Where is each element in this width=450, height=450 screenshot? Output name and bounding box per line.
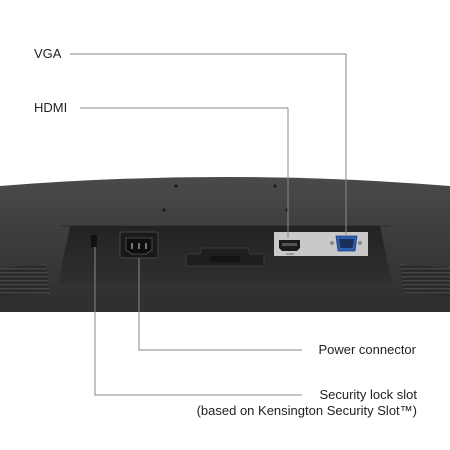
security-lock-slot-label: Security lock slot (based on Kensington … <box>197 387 417 419</box>
monitor-bottom-edge <box>0 300 450 312</box>
stand-mount-bracket <box>185 247 265 267</box>
vga-leader-line <box>70 53 347 236</box>
security-label-line2: (based on Kensington Security Slot™) <box>196 403 417 418</box>
hdmi-leader-line <box>80 107 289 238</box>
power-leader-line <box>138 258 302 351</box>
right-vent-grille <box>400 264 450 296</box>
security-lock-slot <box>91 235 97 247</box>
vga-label: VGA <box>34 46 62 61</box>
left-vent-grille <box>0 264 50 296</box>
security-leader-line <box>94 247 302 396</box>
hdmi-port-marking: HDMI <box>286 252 294 256</box>
leader-lines <box>70 53 347 396</box>
mounting-holes <box>162 184 289 212</box>
vga-port <box>330 235 362 252</box>
power-connector-label: Power connector <box>318 342 416 357</box>
security-label-line1: Security lock slot <box>319 387 417 402</box>
power-connector <box>119 231 159 259</box>
hdmi-port <box>279 240 300 251</box>
hdmi-label: HDMI <box>34 100 68 115</box>
